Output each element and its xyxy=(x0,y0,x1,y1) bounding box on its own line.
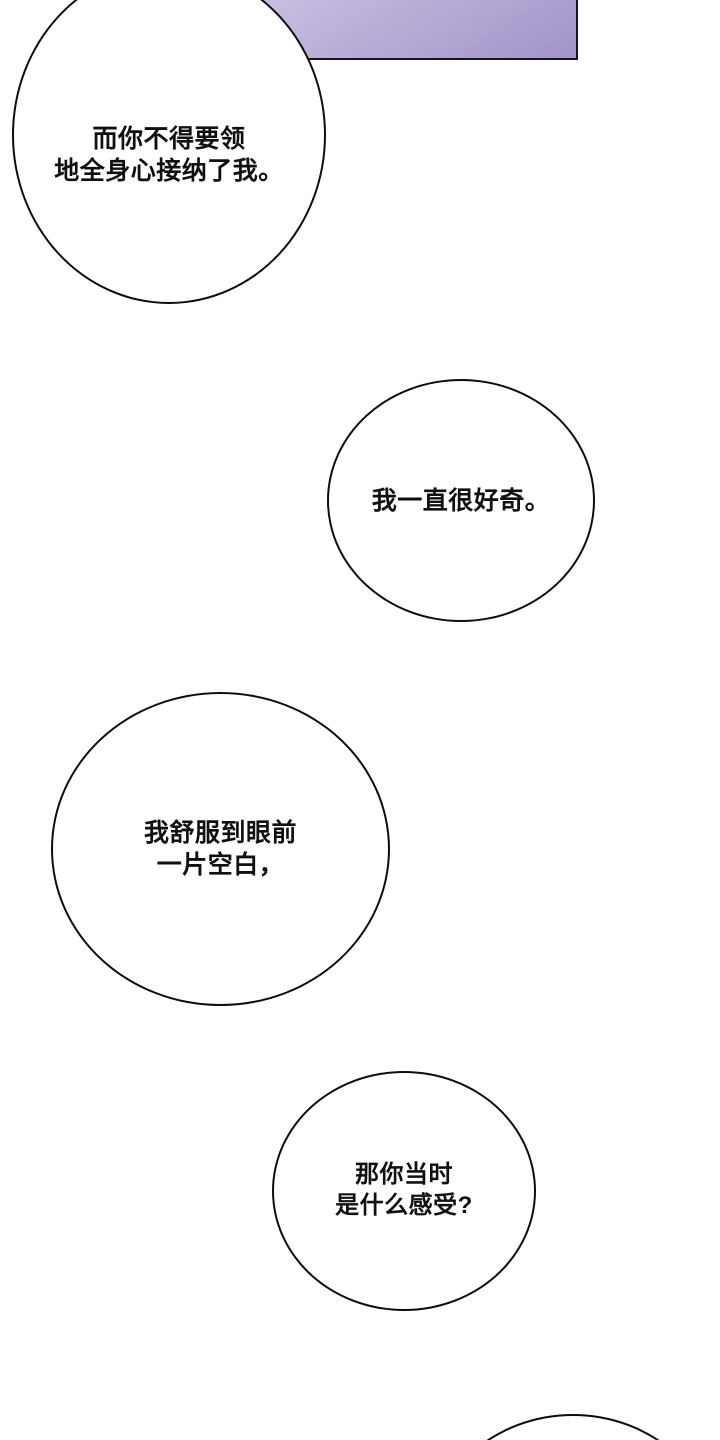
speech-bubble-3-text: 我舒服到眼前 一片空白， xyxy=(143,819,297,879)
speech-bubble-5 xyxy=(428,1414,718,1440)
speech-bubble-1: 而你不得要领 地全身心接纳了我。 xyxy=(12,0,326,304)
speech-bubble-4-text: 那你当时 是什么感受? xyxy=(335,1161,473,1219)
speech-bubble-2: 我一直很好奇。 xyxy=(327,379,595,622)
artwork-panel xyxy=(245,0,578,60)
speech-bubble-2-text: 我一直很好奇。 xyxy=(371,486,551,515)
speech-bubble-4: 那你当时 是什么感受? xyxy=(272,1071,536,1311)
speech-bubble-3: 我舒服到眼前 一片空白， xyxy=(51,692,390,1006)
speech-bubble-1-text: 而你不得要领 地全身心接纳了我。 xyxy=(54,125,284,185)
